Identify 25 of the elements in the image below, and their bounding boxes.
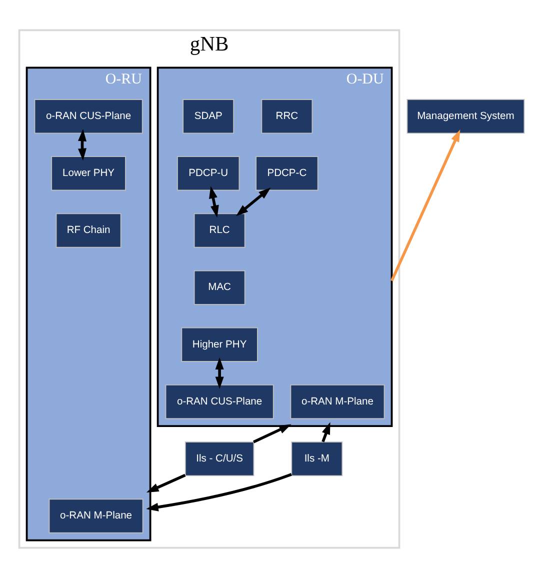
node-box: RRC <box>261 99 313 134</box>
arrow <box>146 474 186 492</box>
node-box: SDAP <box>182 99 234 134</box>
node-box: o-RAN M-Plane <box>290 384 385 420</box>
node-box: o-RAN CUS-Plane <box>165 384 274 420</box>
node-box: RLC <box>194 213 246 248</box>
node-box: Ils -M <box>291 442 343 476</box>
arrow <box>78 129 86 161</box>
node-box: MAC <box>194 270 246 305</box>
arrow <box>215 357 224 389</box>
node-box: RF Chain <box>56 213 122 248</box>
node-box: Ils - C/U/S <box>184 442 254 476</box>
node-box: PDCP-U <box>176 156 240 191</box>
node-box: Higher PHY <box>181 327 258 362</box>
arrow <box>209 186 219 218</box>
arrow <box>146 472 292 512</box>
arrow <box>236 188 271 216</box>
arrow <box>390 129 460 282</box>
node-box: Management System <box>406 99 525 134</box>
arrow <box>322 422 330 442</box>
arrow <box>253 424 292 444</box>
node-box: Lower PHY <box>51 156 126 191</box>
node-box: PDCP-C <box>256 156 318 191</box>
node-box: o-RAN CUS-Plane <box>34 99 143 134</box>
node-box: o-RAN M-Plane <box>48 498 144 534</box>
